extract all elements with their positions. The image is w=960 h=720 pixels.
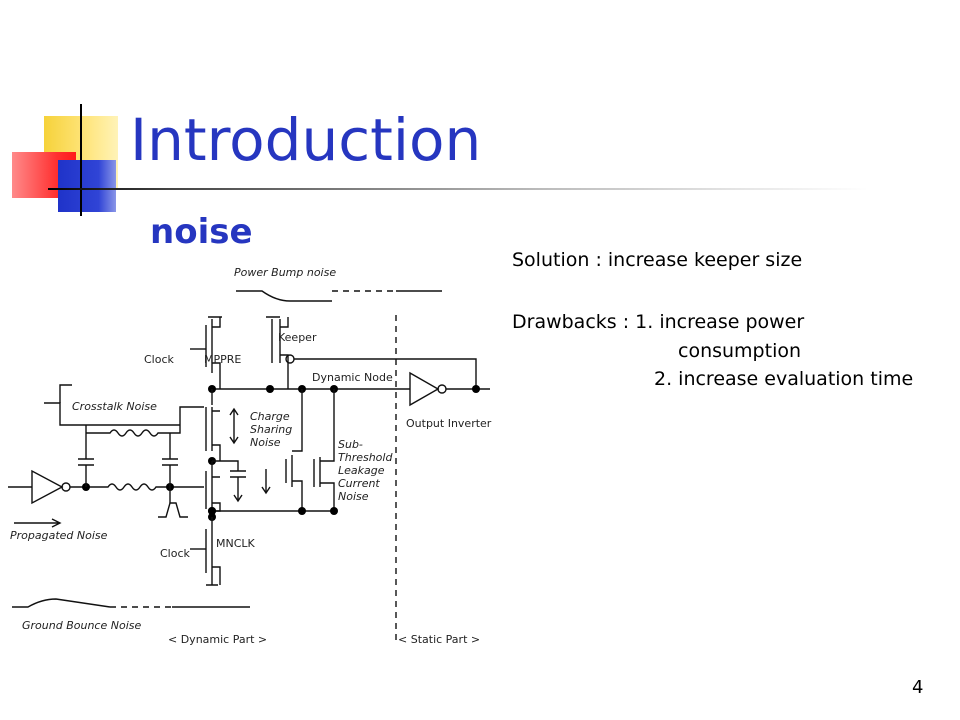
- label-leakage-noise: Noise: [338, 490, 369, 503]
- label-leakage: Leakage: [338, 464, 385, 477]
- drawbacks-line-1: Drawbacks : 1. increase power: [512, 311, 805, 333]
- keeper-feedback-wire: [294, 358, 477, 389]
- label-dynamic-node: Dynamic Node: [312, 371, 393, 384]
- ground-bounce-waveform: [12, 598, 111, 608]
- decor-blue-square: [58, 160, 116, 212]
- label-mnclk: MNCLK: [216, 537, 256, 550]
- label-sub: Sub-: [338, 438, 363, 451]
- power-bump-waveform: [236, 290, 332, 302]
- label-charge-sharing-noise: Noise: [250, 436, 281, 449]
- input-resistor: [70, 483, 204, 491]
- charge-sharing-arrow: [229, 407, 239, 445]
- solution-text: Solution : increase keeper size: [512, 249, 803, 271]
- internal-node-capacitor: [212, 460, 246, 503]
- title-underline: [48, 188, 868, 190]
- label-power-bump-noise: Power Bump noise: [234, 266, 336, 279]
- leakage-transistor: [285, 389, 303, 511]
- mnclk-transistor: [205, 517, 221, 585]
- label-mppre: MPPRE: [204, 353, 241, 366]
- keeper-transistor: [266, 316, 289, 389]
- label-keeper: Keeper: [278, 331, 317, 344]
- output-inverter-symbol: [409, 371, 440, 407]
- label-charge: Charge: [250, 410, 290, 423]
- decor-vertical-line: [80, 104, 82, 216]
- drawbacks-line-1-continued: consumption: [678, 340, 802, 362]
- slide-subtitle: noise: [150, 212, 253, 252]
- propagated-arrow: [14, 518, 62, 528]
- label-output-inverter: Output Inverter: [406, 417, 492, 430]
- drawbacks-line-2: 2. increase evaluation time: [654, 368, 914, 390]
- page-number: 4: [912, 677, 924, 698]
- crosstalk-resistor-top: [86, 406, 204, 437]
- coupling-cap-right: [162, 433, 178, 487]
- coupling-cap-left: [78, 425, 94, 487]
- domino-circuit-diagram: Power Bump noise Clock MPPRE Keeper Dyna…: [8, 266, 492, 646]
- label-sharing: Sharing: [250, 423, 292, 436]
- label-dynamic-part: < Dynamic Part >: [168, 633, 267, 646]
- input-inverter-symbol: [31, 469, 64, 505]
- label-crosstalk-noise: Crosstalk Noise: [72, 400, 157, 413]
- label-current: Current: [338, 477, 380, 490]
- eval-transistor-1: [205, 389, 221, 461]
- pulse-waveform: [158, 502, 188, 518]
- label-clock-bottom: Clock: [160, 547, 191, 560]
- label-static-part: < Static Part >: [398, 633, 480, 646]
- label-propagated-noise: Propagated Noise: [10, 529, 108, 542]
- label-ground-bounce-noise: Ground Bounce Noise: [22, 619, 141, 632]
- eval-transistor-2: [205, 461, 221, 512]
- mppre-transistor: [205, 316, 222, 389]
- slide-title: Introduction: [130, 106, 482, 174]
- label-clock-top: Clock: [144, 353, 175, 366]
- leakage-arrow: [261, 469, 271, 495]
- label-threshold: Threshold: [338, 451, 393, 464]
